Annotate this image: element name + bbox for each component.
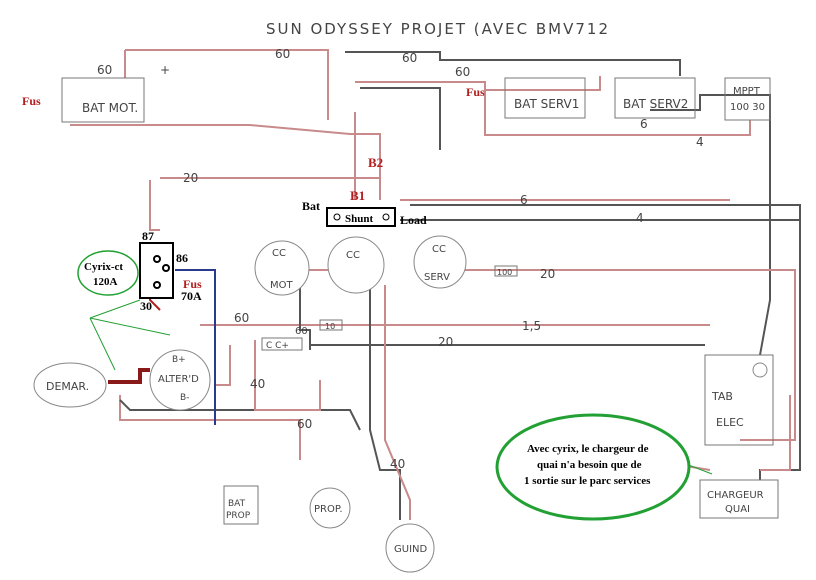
guindeau: GUIND [385, 523, 435, 573]
relay-pin-30: 30 [140, 299, 152, 313]
battery-bat-mot: BAT MOT. [61, 77, 145, 123]
svg-text:BAT: BAT [228, 499, 246, 509]
relay-signal-wire [175, 269, 216, 425]
propulseur: PROP. [309, 487, 351, 529]
starter-cable [108, 368, 150, 384]
svg-text:quai n'a besoin que de: quai n'a besoin que de [537, 459, 642, 471]
svg-text:C C+: C C+ [266, 341, 289, 351]
wire-label: + [160, 63, 170, 77]
battery-bat-prop: BAT PROP [223, 485, 259, 525]
label-b2: B2 [368, 155, 383, 170]
cc-center-gauge: CC [327, 236, 385, 294]
svg-text:GUIND: GUIND [394, 544, 427, 555]
shunt-bat-label: Bat [302, 199, 320, 213]
wires [70, 49, 801, 520]
chargeur-quai: CHARGEUR QUAI [699, 479, 779, 519]
label-b1: B1 [350, 188, 365, 203]
svg-text:Avec cyrix, le chargeur de: Avec cyrix, le chargeur de [527, 443, 649, 455]
cyrix-leader-lines [89, 299, 171, 371]
cc-mot-gauge: CC MOT [254, 240, 310, 296]
svg-text:DEMAR.: DEMAR. [46, 380, 89, 393]
tab-elec-panel: TAB ELEC [704, 354, 774, 446]
shunt-load-label: Load [400, 213, 427, 227]
svg-text:ELEC: ELEC [716, 416, 744, 429]
wire-label: 20 [540, 267, 555, 281]
wire-label: 60 [295, 326, 308, 337]
fuse-label-bat-mot: Fus [22, 94, 41, 108]
diagram-title: SUN ODYSSEY PROJET (AVEC BMV712 [266, 20, 610, 38]
svg-text:BAT SERV1: BAT SERV1 [514, 97, 579, 111]
wire-label: 20 [438, 335, 453, 349]
svg-text:Cyrix-ct: Cyrix-ct [84, 261, 123, 273]
svg-text:BAT SERV2: BAT SERV2 [623, 97, 688, 111]
svg-text:MOT: MOT [270, 280, 293, 291]
wire-label: 60 [275, 47, 290, 61]
cyrix-relay [139, 242, 174, 299]
wire-label: 60 [402, 51, 417, 65]
starter-motor: DEMAR. [33, 362, 107, 408]
wire-label: 20 [183, 171, 198, 185]
svg-text:MPPT: MPPT [733, 86, 761, 97]
wire-label: 4 [696, 135, 704, 149]
wire-label: 1,5 [522, 319, 541, 333]
svg-text:CC: CC [346, 250, 360, 261]
svg-text:ALTER'D: ALTER'D [158, 374, 199, 385]
charger-note-callout: Avec cyrix, le chargeur de quai n'a beso… [495, 413, 691, 521]
fuse-label-serv: Fus [466, 85, 485, 99]
wire-label: 60 [455, 65, 470, 79]
svg-text:CHARGEUR: CHARGEUR [707, 490, 764, 501]
svg-text:BAT MOT.: BAT MOT. [82, 101, 138, 115]
wire-label: 6 [640, 117, 648, 131]
relay-pin-87: 87 [142, 229, 154, 243]
svg-text:10: 10 [325, 322, 335, 331]
wire-label: 40 [250, 377, 265, 391]
svg-text:B-: B- [180, 393, 189, 403]
relay-pin-86: 86 [176, 251, 188, 265]
svg-text:SERV: SERV [424, 272, 450, 283]
battery-bat-serv2: BAT SERV2 [614, 77, 696, 119]
bmv-shunt: Shunt [326, 207, 396, 227]
alternator: ALTER'D B+ B- [149, 349, 211, 411]
wire-label: 60 [234, 311, 249, 325]
wire-label: 60 [97, 63, 112, 77]
battery-bat-serv1: BAT SERV1 [504, 77, 586, 119]
svg-text:QUAI: QUAI [725, 504, 750, 515]
relay-fuse-amps: 70A [181, 289, 202, 303]
mppt-controller: MPPT 100 30 [724, 77, 771, 121]
svg-text:CC: CC [432, 244, 446, 255]
svg-text:100: 100 [497, 268, 512, 277]
svg-text:120A: 120A [93, 276, 118, 288]
cc-plus-terminal: C C+ [261, 337, 303, 351]
svg-text:100 30: 100 30 [730, 102, 765, 113]
svg-text:PROP: PROP [226, 511, 251, 521]
svg-text:Shunt: Shunt [345, 213, 373, 225]
resistor-10: 10 [319, 319, 343, 331]
svg-text:CC: CC [272, 248, 286, 259]
svg-text:PROP.: PROP. [314, 504, 343, 515]
relay-fuse-label: Fus [183, 277, 202, 291]
svg-text:1 sortie sur le parc services: 1 sortie sur le parc services [524, 475, 651, 487]
cc-serv-gauge: CC SERV [413, 235, 467, 289]
wire-label: 6 [520, 193, 528, 207]
resistor-100: 100 [494, 265, 518, 277]
wire-label: 4 [636, 211, 644, 225]
svg-text:B+: B+ [172, 355, 186, 365]
wire-gauge-labels: 60 60 60 60 60 60 6 6 4 4 + 40 40 20 20 … [97, 47, 704, 471]
svg-text:TAB: TAB [711, 390, 733, 403]
cyrix-callout: Cyrix-ct 120A [77, 250, 139, 296]
wire-label: 40 [390, 457, 405, 471]
wire-label: 60 [297, 417, 312, 431]
